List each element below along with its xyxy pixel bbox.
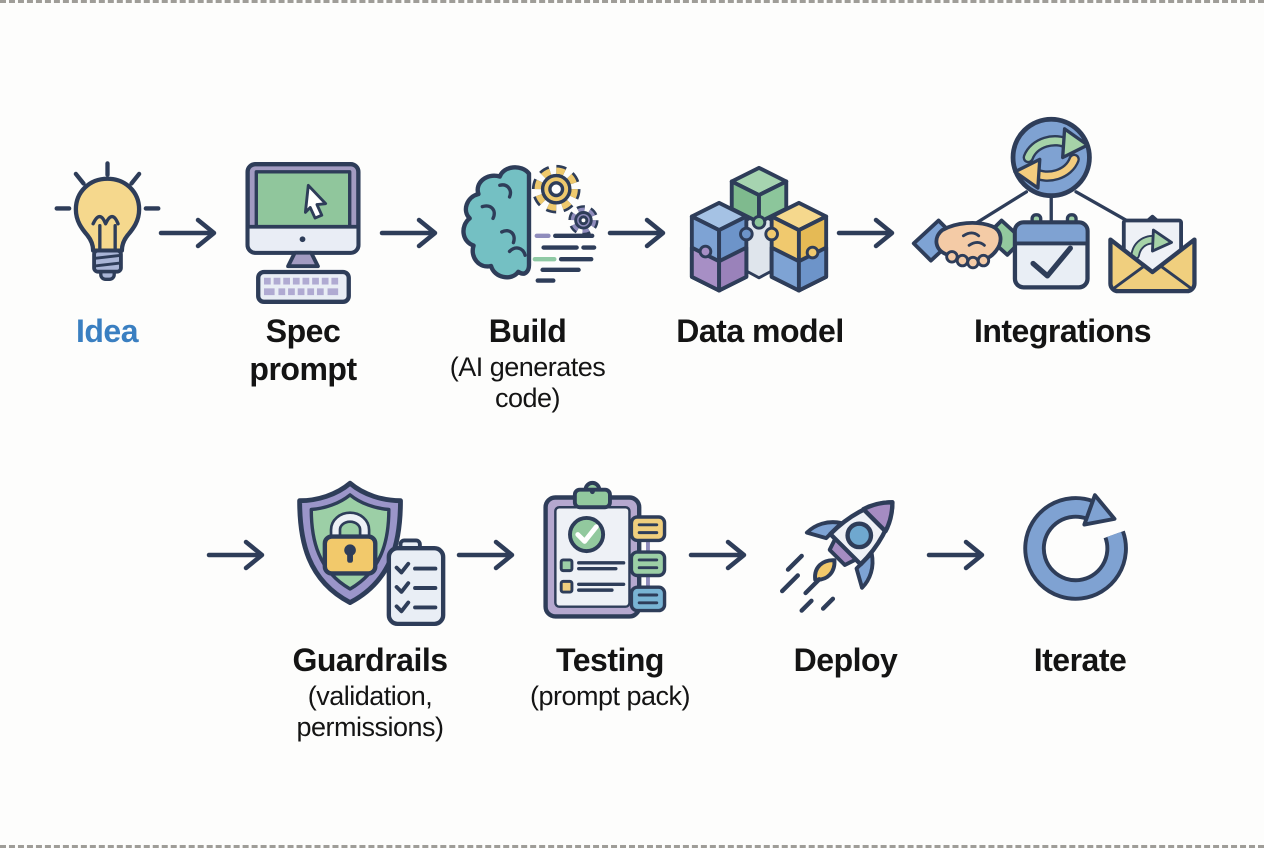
- shield-lock-checklist-icon: [297, 480, 446, 627]
- rocket-icon: [779, 500, 895, 613]
- step-label-data-model: Data model: [676, 313, 844, 349]
- prompt-pack-tabs: [629, 515, 667, 613]
- step-sublabel-build: (AI generates code): [449, 352, 606, 413]
- step-label-idea: Idea: [75, 313, 139, 349]
- step-sublabel-testing: (prompt pack): [529, 681, 691, 712]
- computer-monitor-cursor-icon: [245, 161, 361, 305]
- step-label-testing: Testing (prompt pack): [505, 641, 715, 712]
- flow-arrow-7: [688, 539, 747, 571]
- flow-arrow-5: [206, 539, 265, 571]
- circular-arrow-icon: [1023, 493, 1128, 601]
- sync-icon: [1010, 116, 1092, 199]
- flow-arrow-2: [379, 217, 438, 249]
- top-edge-artifact: [0, 0, 1264, 3]
- gear-small: [568, 205, 599, 236]
- step-label-iterate: Iterate: [1033, 642, 1127, 678]
- step-label-guardrails: Guardrails (validation, permissions): [270, 641, 470, 742]
- flow-arrow-4: [836, 217, 895, 249]
- step-sublabel-guardrails: (validation, permissions): [296, 681, 444, 742]
- handshake-icon: [911, 218, 1025, 270]
- step-label-deploy: Deploy: [793, 642, 898, 678]
- puzzle-blocks-icon: [689, 165, 829, 293]
- step-label-guardrails-main: Guardrails: [292, 642, 448, 678]
- lightbulb-icon: [54, 161, 161, 282]
- brain-gears-code-icon: [461, 164, 599, 283]
- email-share-icon: [1108, 214, 1197, 294]
- code-lines: [532, 233, 597, 283]
- step-label-spec-prompt: Spec prompt: [249, 313, 357, 388]
- step-label-build: Build (AI generates code): [430, 312, 625, 413]
- keyboard-keys: [264, 277, 339, 296]
- bottom-edge-artifact: [0, 845, 1264, 848]
- speed-lines: [779, 553, 836, 613]
- checklist-rows: [394, 561, 438, 614]
- flow-arrow-8: [926, 539, 985, 571]
- flow-arrow-1: [158, 217, 217, 249]
- flow-arrow-6: [456, 539, 515, 571]
- sync-handshake-calendar-email-icon: [911, 116, 1197, 294]
- step-label-testing-main: Testing: [556, 642, 664, 678]
- clipboard-check-icon: [543, 480, 667, 619]
- calendar-check-icon: [1012, 213, 1090, 290]
- step-label-build-main: Build: [488, 313, 567, 349]
- step-label-integrations: Integrations: [973, 313, 1152, 349]
- gear-large: [531, 164, 581, 214]
- flow-arrow-3: [607, 217, 666, 249]
